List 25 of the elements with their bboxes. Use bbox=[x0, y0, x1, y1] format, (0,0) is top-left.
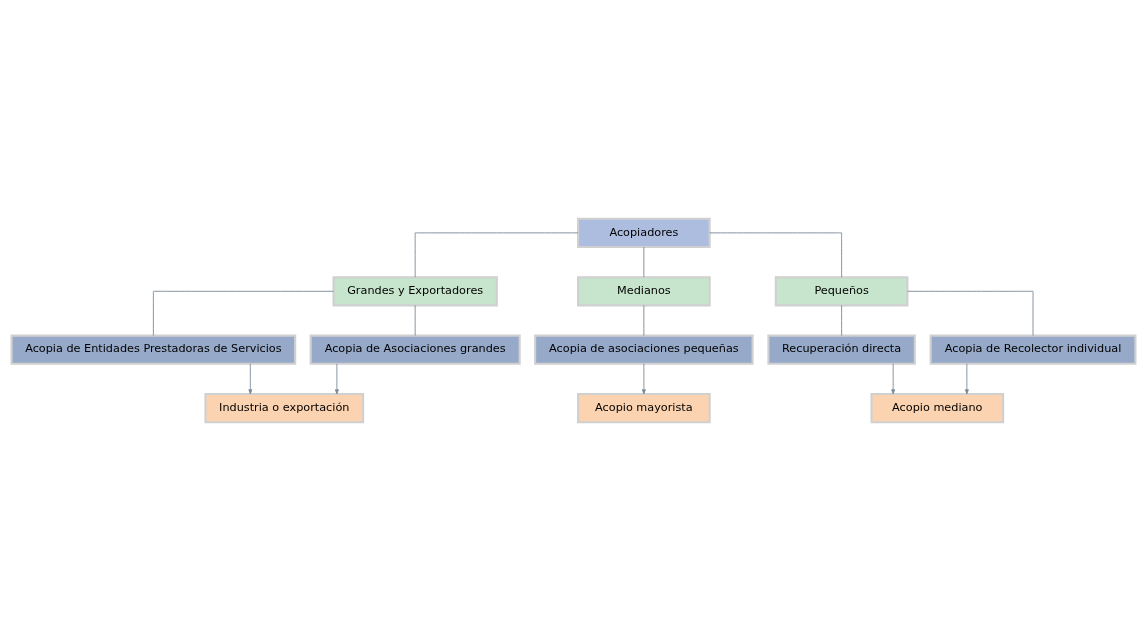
connector bbox=[643, 246, 645, 278]
arrow bbox=[891, 362, 896, 394]
node-box: Acopio mediano bbox=[870, 392, 1005, 423]
node-box: Medianos bbox=[577, 275, 711, 306]
node-box: Pequeños bbox=[774, 275, 909, 306]
node-box: Recuperación directa bbox=[767, 334, 916, 365]
arrow bbox=[641, 362, 646, 394]
node-box: Acopia de asociaciones pequeñas bbox=[534, 334, 754, 365]
arrow bbox=[248, 362, 253, 394]
node-box: Industria o exportación bbox=[204, 392, 365, 423]
connector bbox=[643, 304, 645, 336]
arrow bbox=[334, 362, 339, 394]
connector bbox=[152, 290, 334, 336]
node-box: Grandes y Exportadores bbox=[332, 275, 498, 306]
connector bbox=[709, 231, 843, 278]
node-box: Acopia de Asociaciones grandes bbox=[309, 334, 521, 365]
node-box: Acopia de Recolector individual bbox=[929, 334, 1137, 365]
connector bbox=[907, 290, 1034, 336]
node-box: Acopia de Entidades Prestadoras de Servicios bbox=[10, 334, 297, 365]
node-box: Acopiadores bbox=[577, 217, 711, 248]
connector bbox=[841, 304, 843, 336]
connector bbox=[414, 231, 579, 278]
connector bbox=[414, 304, 416, 336]
node-box: Acopio mayorista bbox=[577, 392, 711, 423]
arrow bbox=[964, 362, 969, 394]
